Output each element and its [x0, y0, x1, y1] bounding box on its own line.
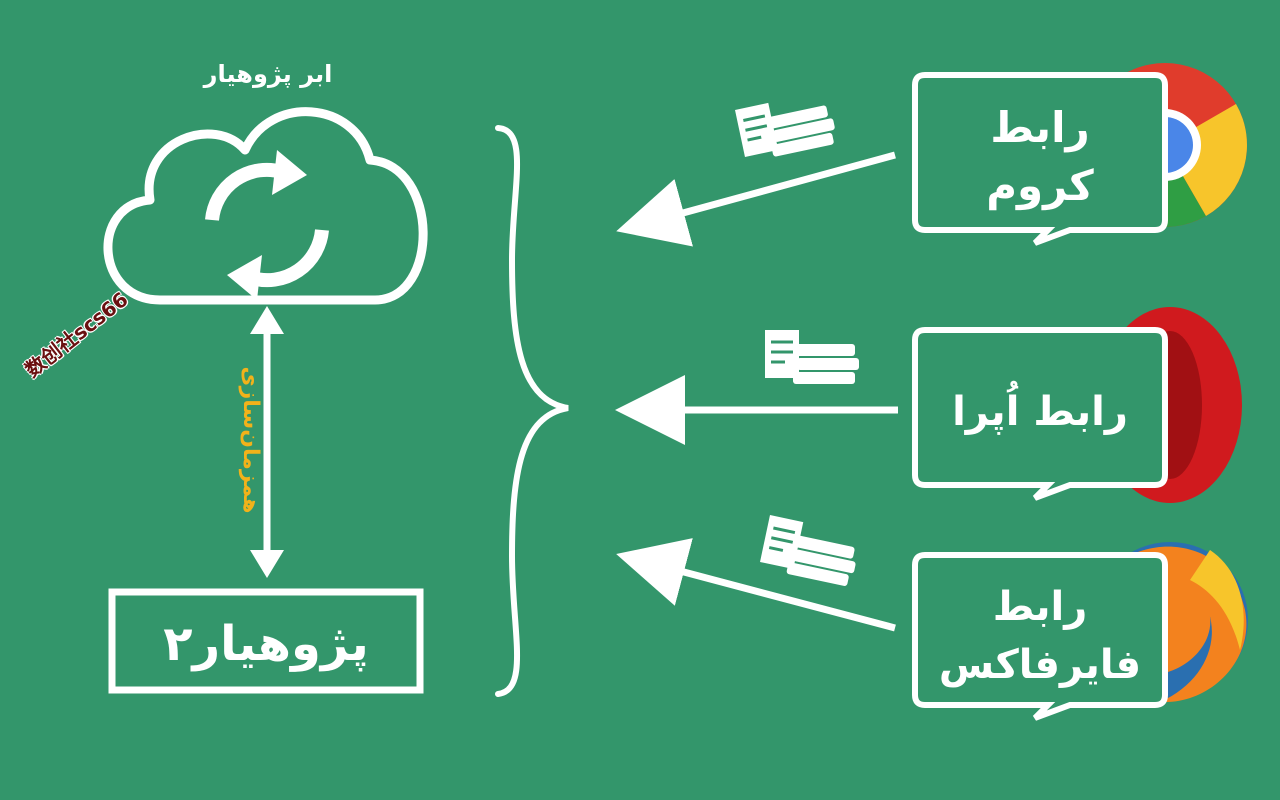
books-icon — [765, 330, 859, 384]
app-label: پژوهیار۲ — [163, 616, 369, 672]
sync-double-arrow — [250, 306, 284, 578]
opera-connector-bubble — [912, 327, 1168, 501]
firefox-arrow — [616, 538, 896, 632]
app-box — [108, 588, 424, 694]
chrome-arrow — [616, 151, 896, 247]
chrome-connector-bubble — [912, 72, 1168, 246]
grouping-brace — [495, 125, 569, 697]
chrome-connector-line1: رابط — [990, 103, 1089, 152]
books-icon — [760, 515, 856, 586]
firefox-connector-bubble — [912, 552, 1168, 721]
cloud-title: ابر پژوهیار — [203, 60, 333, 88]
firefox-connector-line1: رابط — [993, 584, 1088, 630]
chrome-connector-line2: کروم — [986, 161, 1094, 211]
opera-connector-line1: رابط اُپرا — [952, 380, 1128, 435]
sync-label: همزمان‌سازی — [238, 366, 263, 513]
sync-icon — [205, 150, 329, 300]
books-icon — [735, 102, 835, 157]
firefox-connector-line2: فایرفاکس — [939, 642, 1141, 688]
cloud-icon — [103, 107, 428, 305]
